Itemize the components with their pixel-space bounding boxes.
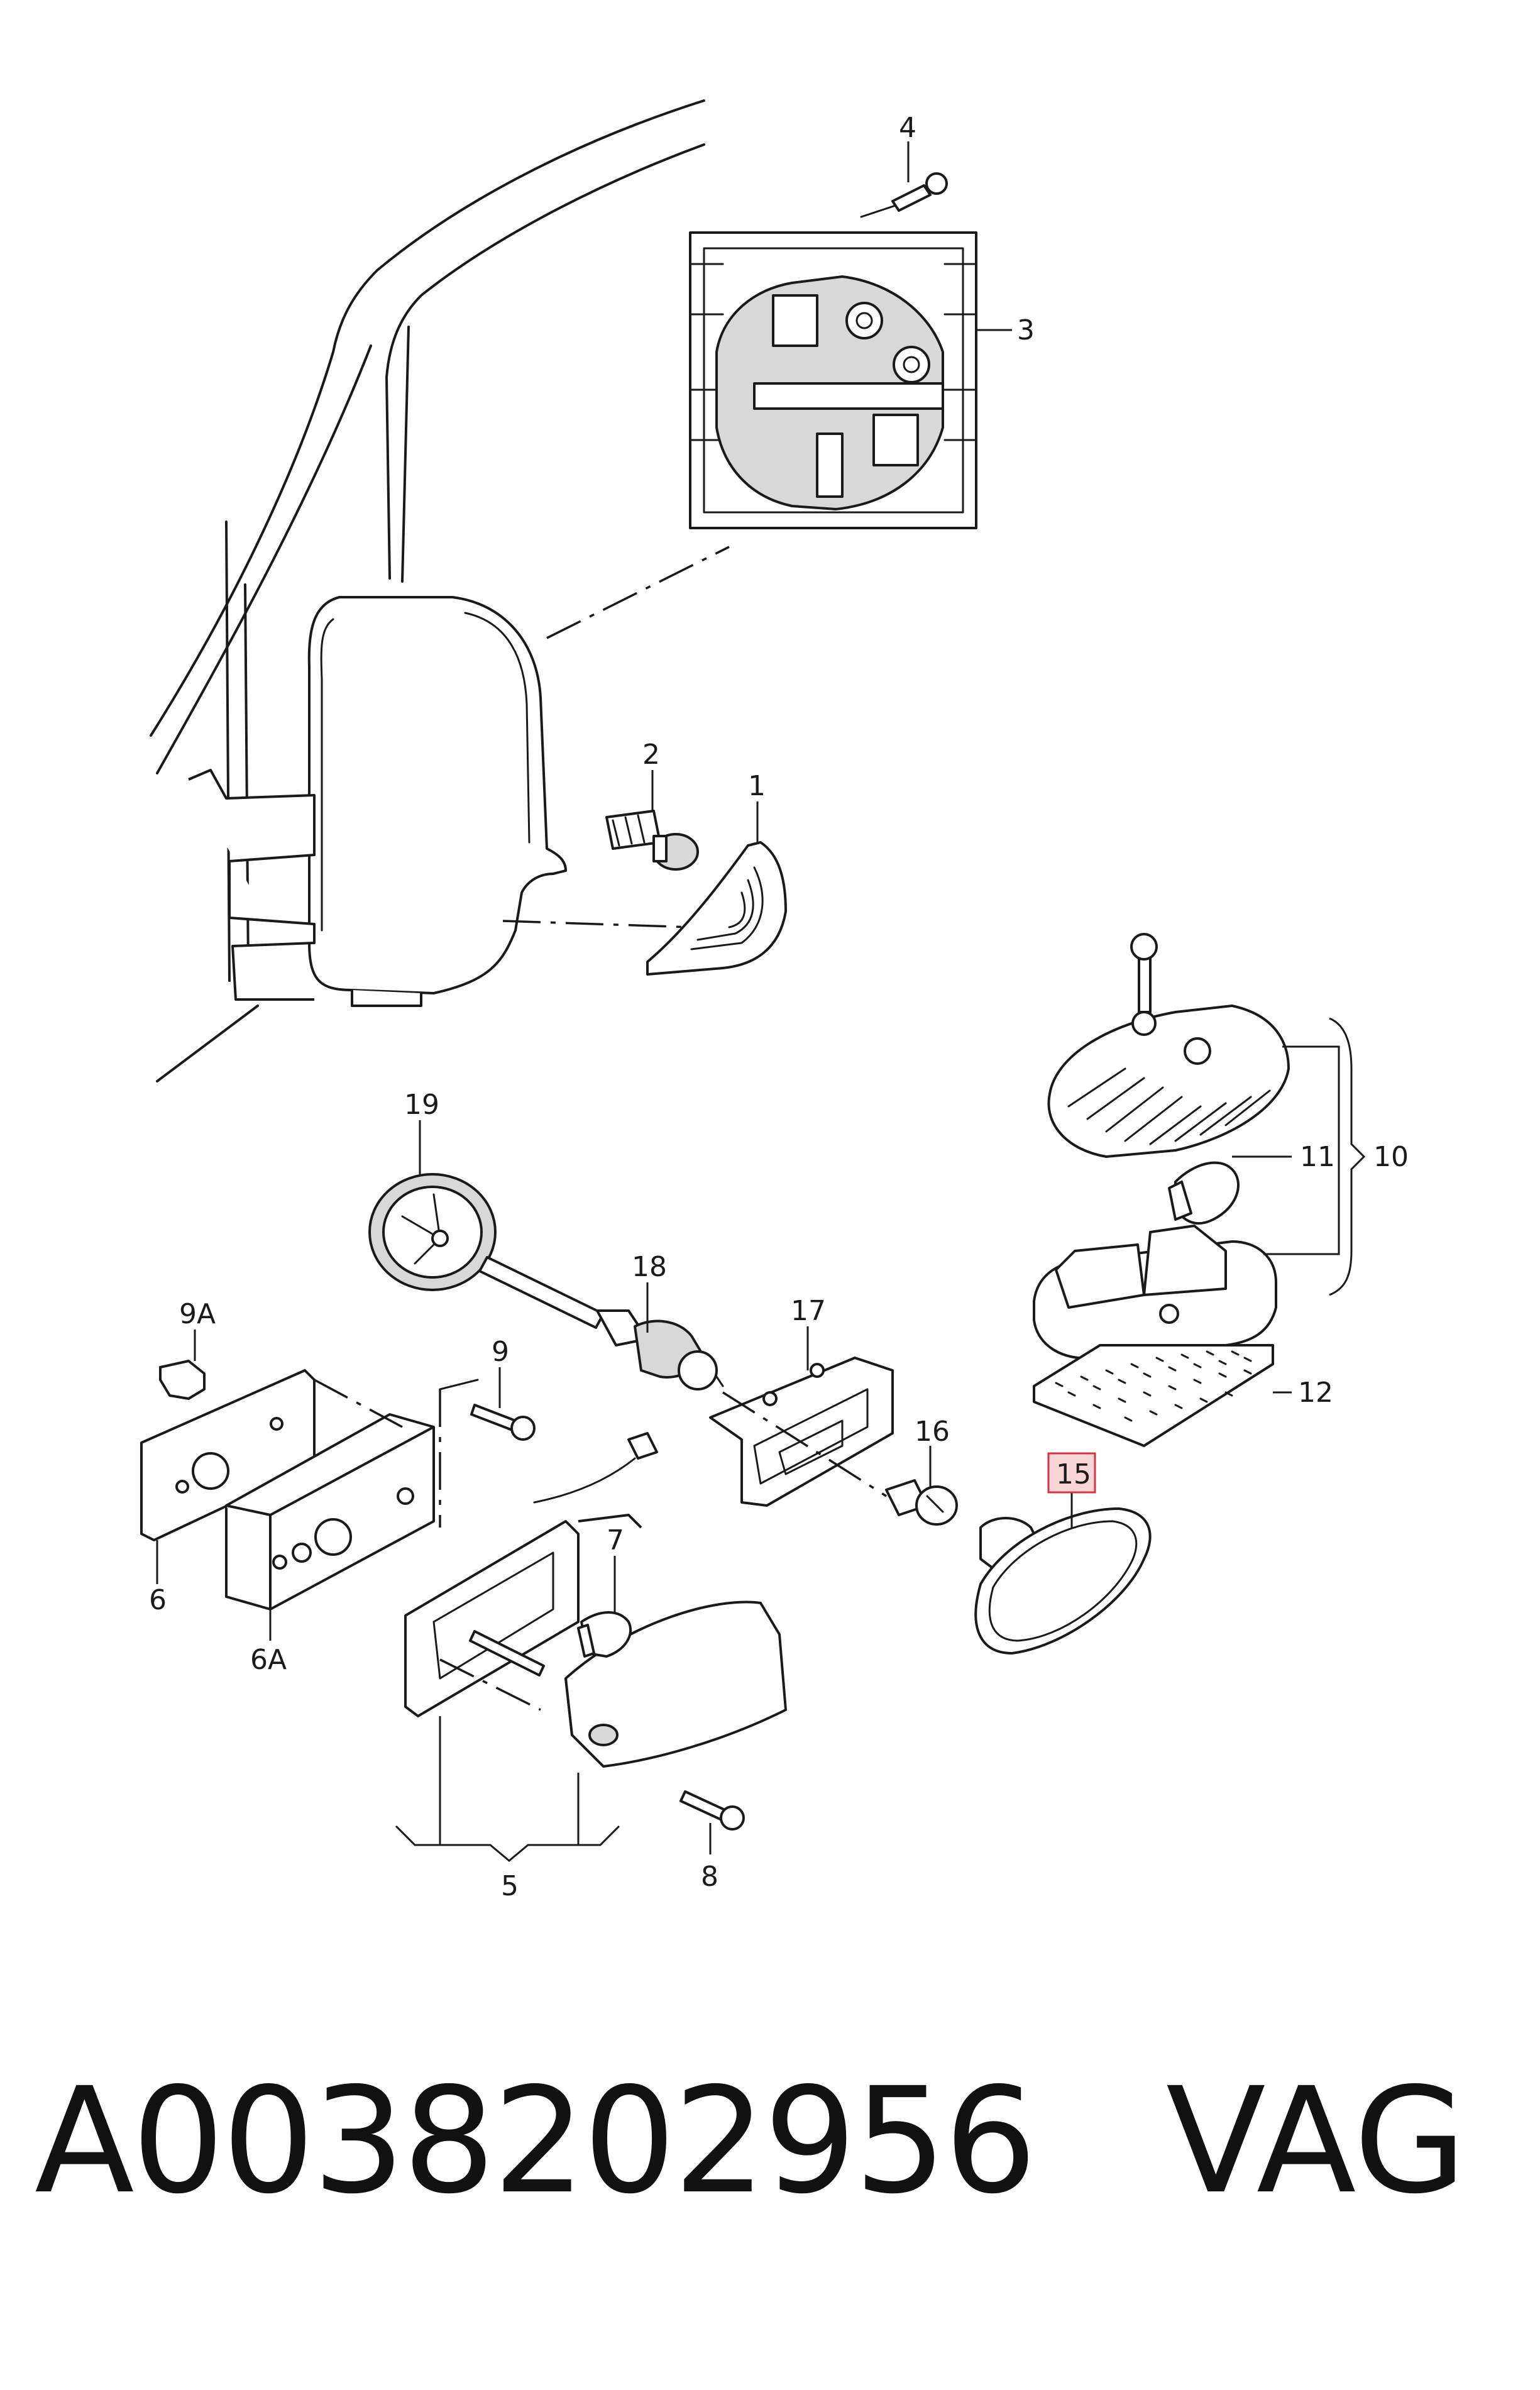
callout-4: 4 xyxy=(899,112,916,144)
callout-18: 18 xyxy=(632,1251,667,1283)
callout-2: 2 xyxy=(642,739,660,771)
callout-19: 19 xyxy=(404,1089,439,1121)
bulb-socket-2 xyxy=(605,810,699,871)
callout-9: 9 xyxy=(492,1336,509,1368)
assembly-lines xyxy=(314,1379,887,1528)
wiring-harness-18 xyxy=(478,1256,724,1390)
callout-11: 11 xyxy=(1300,1141,1335,1173)
callout-3: 3 xyxy=(1017,314,1035,346)
brand-label: VAG xyxy=(1166,2056,1467,2226)
screw-8 xyxy=(679,1790,745,1831)
screw-4 xyxy=(891,172,948,212)
bulb-7 xyxy=(577,1611,632,1658)
lamp-housing-6A xyxy=(225,1413,435,1611)
callout-8: 8 xyxy=(701,1861,718,1893)
gasket-pad-12 xyxy=(1033,1344,1274,1447)
bulb-11 xyxy=(1168,1161,1240,1225)
callout-10: 10 xyxy=(1373,1141,1409,1173)
highlight-box-15 xyxy=(1047,1452,1096,1494)
lamp-base-plate-6 xyxy=(140,1369,316,1541)
callout-12: 12 xyxy=(1298,1377,1333,1409)
mirror-indicator-lens-1 xyxy=(646,841,787,976)
license-lamp-assembly-5 xyxy=(404,1432,787,1768)
callout-1: 1 xyxy=(748,770,766,802)
part-number: A0038202956 xyxy=(35,2056,1037,2226)
callout-labels: 4 3 2 1 19 18 17 16 15 11 10 12 9A 9 6 6… xyxy=(149,112,1409,1902)
mirror-adjuster-unit xyxy=(689,195,977,529)
gasket-19 xyxy=(368,1173,497,1291)
vehicle-body-outline xyxy=(150,99,730,1082)
callout-6A: 6A xyxy=(250,1644,287,1676)
clip-9A xyxy=(159,1360,206,1400)
bracket-17 xyxy=(709,1357,894,1507)
callout-15: 15 xyxy=(1056,1458,1091,1490)
roof-lamp-assembly-10 xyxy=(1033,933,1290,1360)
callout-7: 7 xyxy=(607,1524,624,1556)
callout-17: 17 xyxy=(791,1295,826,1327)
side-marker-lamp-15 xyxy=(974,1507,1152,1655)
leader-lines xyxy=(156,141,1366,1862)
callout-9A: 9A xyxy=(179,1298,216,1330)
bulb-16 xyxy=(885,1479,958,1526)
callout-6: 6 xyxy=(149,1584,167,1616)
screw-9 xyxy=(470,1404,536,1441)
callout-5: 5 xyxy=(501,1870,519,1902)
exterior-mirror xyxy=(188,596,692,1007)
callout-16: 16 xyxy=(915,1416,950,1448)
